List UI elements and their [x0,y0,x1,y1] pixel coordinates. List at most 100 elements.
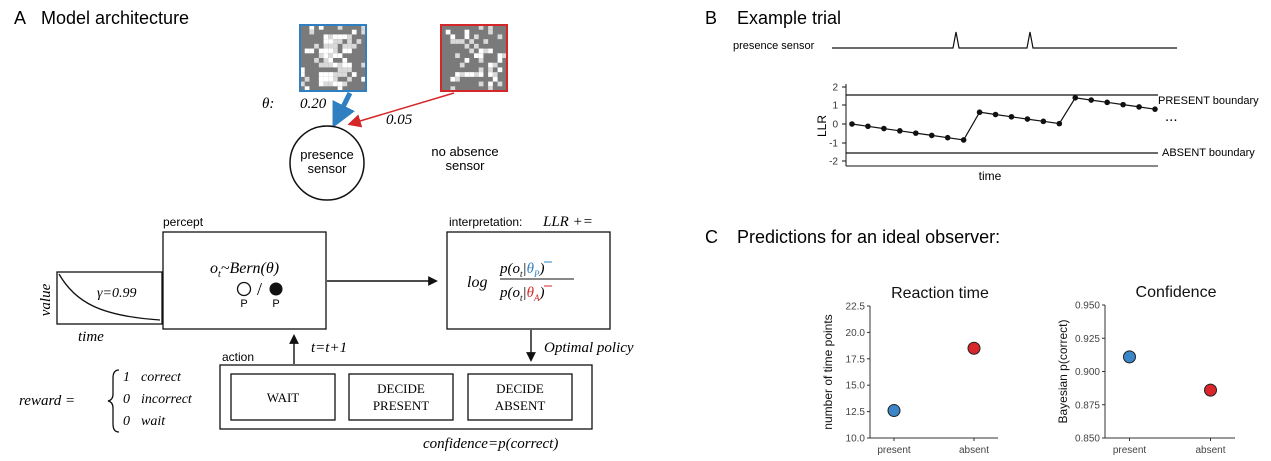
llr-tick-label: -1 [829,139,838,150]
stimulus-pixel [478,53,484,58]
chart-point-absent [967,341,981,355]
llr-tick-label: 2 [832,83,838,94]
stimulus-absent-image [440,24,508,92]
chart-x-tick-label: present [877,445,911,456]
stimulus-pixel [300,72,305,77]
stimulus-pixel [328,53,333,58]
panel-a: A Model architecture θ: 0.20 0.05 presen… [14,8,634,452]
llr-point [1008,113,1015,120]
chart-y-tick-label: 22.5 [846,302,866,313]
stimulus-pixel [347,48,352,54]
stimulus-pixel [478,58,484,63]
stimulus-pixel [337,67,343,73]
stimulus-pixel [497,81,503,87]
slash: / [257,279,262,299]
stimulus-pixel [464,72,470,77]
chart-y-tick-label: 17.5 [846,354,866,365]
action-decide-absent [467,373,573,421]
llr-point [976,109,983,116]
stimulus-pixel [323,62,329,68]
chart-y-tick-label: 0.900 [1075,367,1100,378]
percept-formula: ot~Bern(θ) [210,260,279,280]
stimulus-pixel [464,58,470,63]
chart-x-tick-label: absent [959,445,989,456]
llr-tick-label: 0 [832,120,838,131]
percept-label: percept [163,215,204,229]
chart-point-present [887,404,901,418]
theta-label: θ: [262,96,274,112]
llr-point [1136,104,1142,110]
stimulus-pixel [342,58,348,63]
stimulus-pixel [323,39,329,44]
present-weight-arrow [332,91,355,128]
action-decide-absent-line1: DECIDE [496,381,544,396]
stimulus-pixel [459,62,465,68]
stimulus-present-image [299,24,367,92]
chart-y-tick-label: 0.925 [1075,334,1100,345]
sensor-trace [832,31,1177,49]
llr-tick-label: 1 [832,101,838,112]
stimulus-pixel [488,25,493,30]
stimulus-pixel [337,39,343,44]
stimulus-pixel [333,34,338,40]
stimulus-pixel [492,62,498,68]
stimulus-pixel [337,25,343,30]
stimulus-pixel [497,53,503,58]
stimulus-pixel [347,34,352,40]
stimulus-pixel [323,81,329,87]
stimulus-pixel [342,72,348,77]
stimulus-pixel [318,53,324,58]
panel-b: B Example trial presence sensor 210-1-2 … [705,8,1259,183]
discount-curve [58,273,161,321]
p-label-1: P [240,298,247,310]
stimulus-pixel [450,34,456,40]
confidence-chart: Confidence0.9500.9250.9000.8750.850Bayes… [1056,284,1235,456]
stimulus-pixel [502,53,507,58]
stimulus-pixel [309,48,315,54]
stimulus-pixel [318,62,324,68]
value-axis-label: value [38,283,54,316]
llr-point [960,137,967,143]
llr-point [1088,97,1095,103]
stimulus-pixel [469,39,474,44]
stimulus-pixel [342,43,348,49]
present-weight-label: 0.20 [300,96,327,112]
stimulus-pixel [314,58,319,63]
stimulus-pixel [300,67,305,73]
llr-point [865,123,871,130]
chart-point-present [1123,350,1136,364]
llr-point [1072,94,1079,101]
interpretation-update: LLR += [542,214,593,230]
stimulus-pixel [450,86,456,91]
llr-trajectory [851,97,1156,141]
stimulus-pixel [347,43,352,49]
stimulus-pixel [464,43,470,49]
reward-label-3: wait [141,414,166,429]
stimulus-pixel [478,72,484,77]
stimulus-pixel [318,25,324,30]
action-wait [230,373,336,421]
spike-symbol [269,282,283,296]
action-decide-present-line1: DECIDE [377,381,425,396]
optimal-policy-label: Optimal policy [544,340,634,356]
stimulus-pixel [333,62,338,68]
discount-inset: γ=0.99 value time [38,271,163,345]
stimulus-pixel [309,29,315,35]
stimulus-pixel [333,43,338,49]
llr-point [944,134,951,141]
stimulus-pixel [488,29,493,35]
reward-value-2: 0 [123,392,130,407]
reward-label-2: incorrect [141,392,193,407]
reward-label-1: correct [141,370,182,385]
presence-sensor-line2: sensor [307,161,347,176]
reaction-time-chart: Reaction time22.520.017.515.012.510.0num… [821,285,998,456]
stimulus-pixel [337,86,343,91]
loop-label: t=t+1 [311,340,347,356]
stimulus-pixel [497,67,503,73]
llr-point [1152,106,1158,112]
stimulus-pixel [309,25,315,30]
chart-title: Confidence [1136,284,1217,301]
stimulus-pixel [304,48,310,54]
llr-point [992,111,999,118]
